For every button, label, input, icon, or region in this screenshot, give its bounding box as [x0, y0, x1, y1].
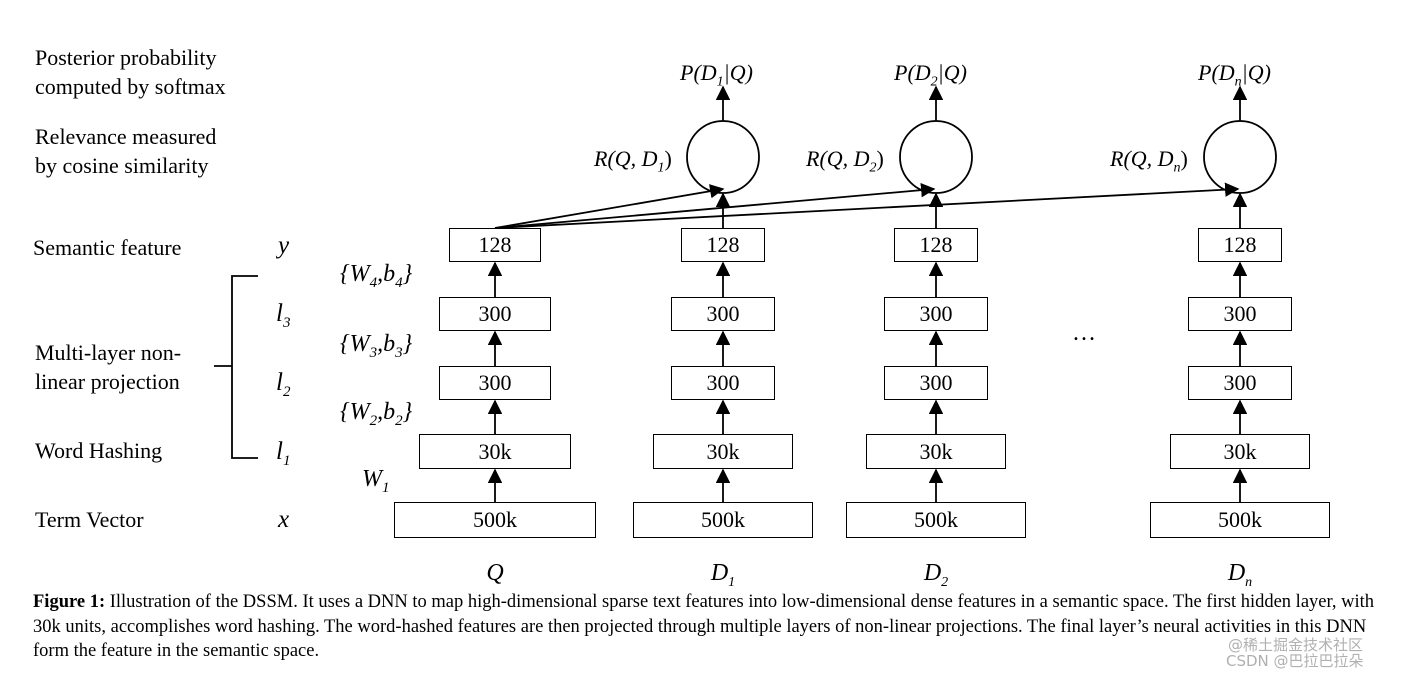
layer-bracket — [214, 275, 258, 459]
dn-layer-500k: 500k — [1150, 502, 1330, 538]
d1-cosine-node — [686, 120, 760, 194]
multilayer-label: Multi-layer non- linear projection — [35, 340, 182, 394]
dn-layer-300-upper: 300 — [1188, 297, 1292, 331]
var-y: y — [278, 232, 290, 259]
column-label-dn: Dn — [1227, 560, 1253, 590]
weight-w1: W1 — [362, 466, 390, 496]
posterior-label-dn: P(Dn|Q) — [1198, 60, 1271, 90]
d1-layer-300-lower: 300 — [671, 366, 775, 400]
arrows — [487, 85, 1277, 502]
var-x: x — [278, 506, 290, 533]
q-layer-500k: 500k — [394, 502, 596, 538]
relevance-label-d1: R(Q, D1) — [594, 146, 672, 176]
q-to-d1-node-arrow — [494, 184, 725, 229]
d2-layer-30k: 30k — [866, 434, 1006, 469]
var-l3: l3 — [276, 300, 291, 331]
weight-w3-b3: {W3,b3} — [340, 331, 413, 361]
caption-text: Illustration of the DSSM. It uses a DNN … — [33, 592, 1375, 661]
word-hashing-label: Word Hashing — [35, 438, 163, 463]
d1-layer-500k: 500k — [633, 502, 813, 538]
ellipsis: … — [1072, 320, 1097, 346]
column-label-d1: D1 — [710, 560, 736, 590]
semantic-feature-label: Semantic feature — [33, 235, 182, 260]
q-to-dn-node-arrow — [494, 182, 1240, 229]
column-label-q: Q — [486, 560, 504, 586]
q-layer-300-upper: 300 — [439, 297, 551, 331]
figure-caption: Figure 1: Illustration of the DSSM. It u… — [33, 590, 1393, 664]
q-layer-300-lower: 300 — [439, 366, 551, 400]
d2-layer-300-upper: 300 — [884, 297, 988, 331]
dn-layer-30k: 30k — [1170, 434, 1310, 469]
d2-layer-128: 128 — [894, 228, 978, 262]
relevance-label-dn: R(Q, Dn) — [1110, 146, 1188, 176]
d1-layer-30k: 30k — [653, 434, 793, 469]
posterior-label: Posterior probability computed by softma… — [35, 45, 226, 99]
var-l2: l2 — [276, 369, 291, 400]
term-vector-label: Term Vector — [35, 507, 144, 532]
relevance-label-d2: R(Q, D2) — [806, 146, 884, 176]
d1-layer-300-upper: 300 — [671, 297, 775, 331]
weight-w4-b4: {W4,b4} — [340, 261, 413, 291]
q-to-d2-node-arrow — [494, 182, 936, 229]
weight-w2-b2: {W2,b2} — [340, 399, 413, 429]
watermark-line2: CSDN @巴拉巴拉朵 — [1226, 652, 1364, 670]
d2-layer-300-lower: 300 — [884, 366, 988, 400]
d2-layer-500k: 500k — [846, 502, 1026, 538]
d1-layer-128: 128 — [681, 228, 765, 262]
watermark-line1: @稀土掘金技术社区 — [1228, 636, 1364, 654]
q-layer-30k: 30k — [419, 434, 571, 469]
relevance-label: Relevance measured by cosine similarity — [35, 124, 217, 178]
column-label-d2: D2 — [923, 560, 949, 590]
var-l1: l1 — [276, 438, 291, 469]
d2-cosine-node — [899, 120, 973, 194]
posterior-label-d2: P(D2|Q) — [894, 60, 967, 90]
dn-layer-128: 128 — [1198, 228, 1282, 262]
dn-layer-300-lower: 300 — [1188, 366, 1292, 400]
posterior-label-d1: P(D1|Q) — [680, 60, 753, 90]
dn-cosine-node — [1203, 120, 1277, 194]
q-layer-128: 128 — [449, 228, 541, 262]
caption-bold: Figure 1: — [33, 592, 106, 612]
